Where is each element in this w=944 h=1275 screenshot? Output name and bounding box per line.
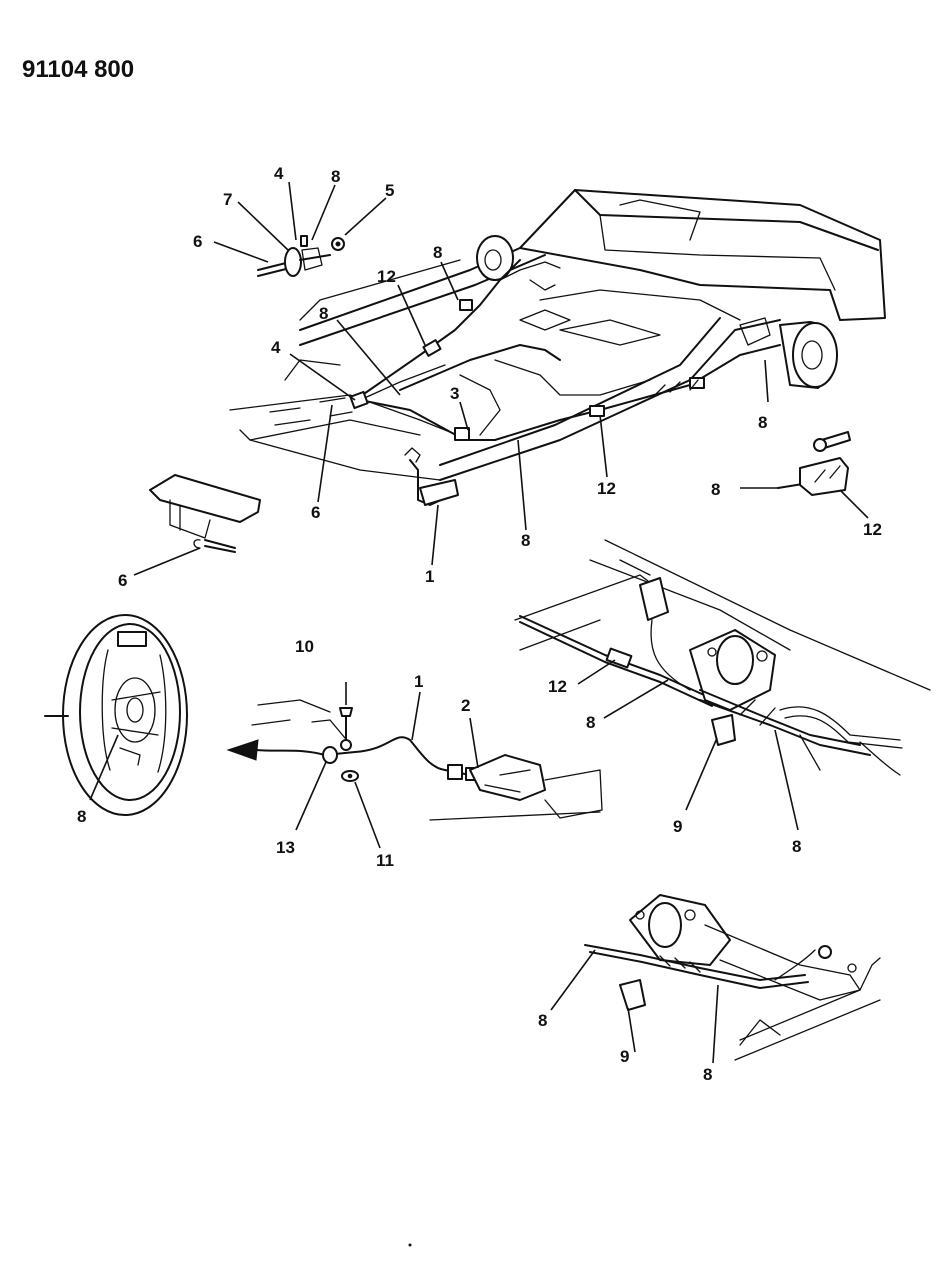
callout-4: 4 — [274, 164, 284, 183]
callout-8: 8 — [433, 243, 442, 262]
callout-8: 8 — [331, 167, 340, 186]
callout-11: 11 — [376, 851, 394, 870]
callout-9: 9 — [673, 817, 682, 836]
callout-7: 7 — [223, 190, 232, 209]
callout-13: 13 — [276, 838, 295, 857]
callout-2: 2 — [461, 696, 470, 715]
callout-6: 6 — [118, 571, 127, 590]
callout-9: 9 — [620, 1047, 629, 1066]
callout-8: 8 — [703, 1065, 712, 1084]
callout-8: 8 — [521, 531, 530, 550]
callout-12: 12 — [863, 520, 882, 539]
leader-lines — [89, 181, 869, 1064]
callout-8: 8 — [792, 837, 801, 856]
callout-1: 1 — [425, 567, 434, 586]
callout-8: 8 — [586, 713, 595, 732]
callout-1: 1 — [414, 672, 423, 691]
underbody-view — [229, 189, 886, 506]
callout-4: 4 — [271, 338, 281, 357]
callout-3: 3 — [450, 384, 459, 403]
rear-mount-detail-2 — [584, 894, 881, 1061]
equalizer-detail — [257, 235, 345, 277]
front-cable-detail — [226, 699, 603, 821]
callout-6: 6 — [193, 232, 202, 251]
callout-6: 6 — [311, 503, 320, 522]
callout-8: 8 — [538, 1011, 547, 1030]
callout-8: 8 — [319, 304, 328, 323]
cable-bracket-detail — [777, 431, 851, 496]
callout-labels: 4 8 7 5 6 8 12 8 4 3 8 8 12 12 6 8 1 6 1… — [77, 164, 882, 1084]
drum-brake-detail — [44, 614, 188, 816]
callout-8: 8 — [711, 480, 720, 499]
callout-5: 5 — [385, 181, 394, 200]
callout-8: 8 — [758, 413, 767, 432]
callout-8: 8 — [77, 807, 86, 826]
rear-mount-detail — [514, 539, 931, 776]
callout-12: 12 — [597, 479, 616, 498]
illustration-code: 91104 800 — [22, 56, 134, 83]
callout-12: 12 — [377, 267, 396, 286]
floor-bracket-detail — [149, 474, 261, 553]
callout-10: 10 — [295, 637, 314, 656]
callout-12: 12 — [548, 677, 567, 696]
